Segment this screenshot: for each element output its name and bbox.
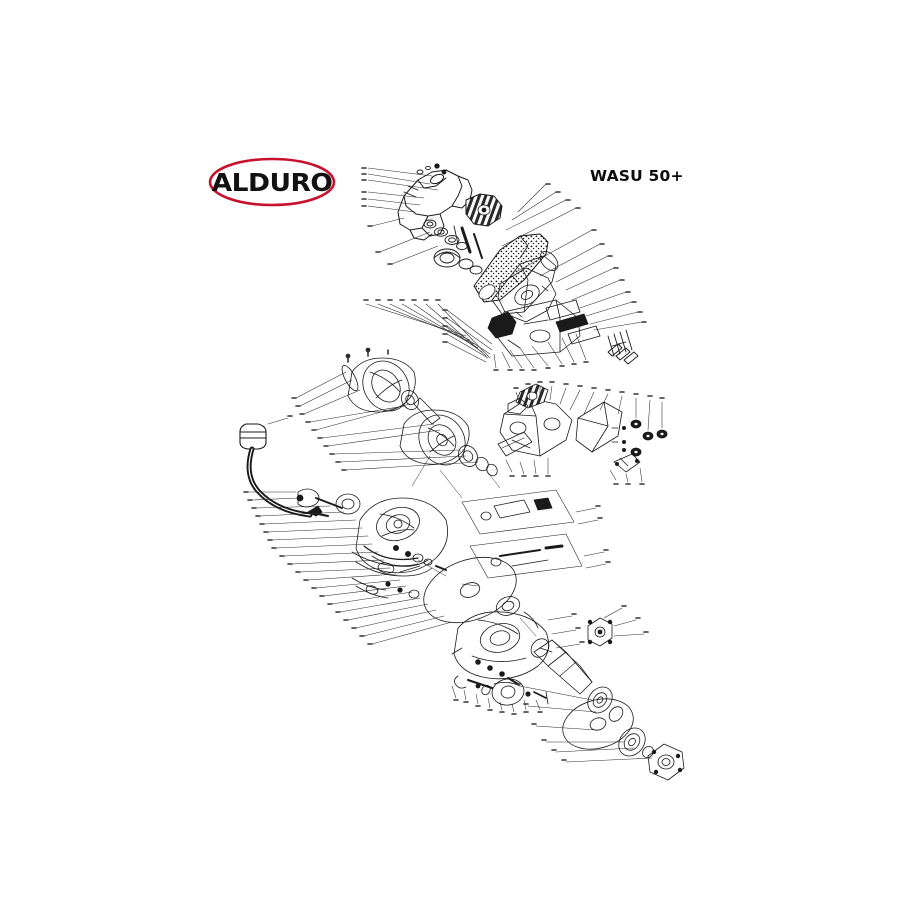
leader-lines-small-bracket bbox=[609, 467, 643, 483]
flange-plate bbox=[647, 743, 685, 781]
motor-drum-upper bbox=[341, 357, 416, 413]
drum-shaft bbox=[413, 397, 441, 425]
frame-parts bbox=[480, 497, 564, 567]
callout-ticks-housing-right bbox=[571, 613, 585, 643]
dark-block bbox=[487, 311, 517, 339]
leader-lines-top-left bbox=[367, 167, 439, 265]
leader-lines-gearbox-down bbox=[505, 457, 549, 475]
logo-ellipse-outline bbox=[208, 157, 336, 207]
callout-ticks-lower-left bbox=[243, 491, 373, 645]
motor-drum-lower bbox=[399, 409, 470, 466]
hardware-right bbox=[611, 419, 668, 457]
gearbox-block bbox=[499, 397, 573, 457]
leader-lines-bracket-down bbox=[493, 333, 587, 369]
leader-lines-sub-assembly bbox=[451, 685, 541, 713]
shaft-assembly bbox=[530, 638, 593, 695]
leader-lines-frames bbox=[575, 507, 607, 569]
callout-ticks-sub-assembly bbox=[453, 699, 543, 715]
washer-stack bbox=[423, 219, 483, 275]
leader-lines-upper-right bbox=[501, 183, 643, 331]
callout-ticks-top-left bbox=[361, 167, 393, 265]
linkage-bottom bbox=[351, 577, 389, 599]
key-pins bbox=[453, 225, 483, 259]
disc-wheel bbox=[423, 556, 521, 624]
shaft-bearings bbox=[587, 686, 624, 722]
reference-frames bbox=[461, 489, 583, 579]
control-arm bbox=[296, 488, 343, 509]
power-cord bbox=[239, 423, 329, 518]
bar-group-right bbox=[607, 329, 633, 357]
model-title: WASU 50+ bbox=[590, 167, 684, 185]
leader-lines-housing-right bbox=[547, 615, 581, 649]
housing-fasteners bbox=[475, 659, 519, 685]
top-housing bbox=[397, 169, 473, 241]
leader-line-cord bbox=[267, 417, 289, 425]
leader-lines-rosette bbox=[603, 607, 645, 637]
drum-bearing-lower bbox=[458, 445, 498, 477]
drum-bearing-upper bbox=[401, 390, 419, 410]
leader-lines-gearbox bbox=[515, 385, 663, 431]
drum-top-markers bbox=[345, 347, 389, 363]
callout-ticks-upper-right bbox=[545, 183, 647, 323]
mid-bracket bbox=[497, 267, 557, 323]
callout-ticks-bracket-down bbox=[493, 361, 589, 371]
shim-plates bbox=[545, 299, 601, 345]
rosette-part bbox=[587, 617, 613, 647]
callout-ticks-rosette bbox=[621, 605, 649, 633]
assembly-axis-lines bbox=[411, 455, 537, 637]
callout-ticks-bottom-right bbox=[515, 683, 567, 761]
impeller-shroud bbox=[355, 497, 449, 574]
gearbox-cover-plate bbox=[575, 401, 623, 453]
callout-ticks-frames bbox=[595, 505, 611, 563]
oval-cap bbox=[335, 493, 361, 515]
callout-ticks-gearbox bbox=[513, 381, 665, 399]
small-bracket-right bbox=[613, 453, 641, 473]
hatched-barrel bbox=[473, 233, 549, 303]
bar-group-right-2 bbox=[607, 343, 639, 365]
alduro-logo: ALDURO bbox=[206, 155, 338, 209]
leader-lines-drums bbox=[295, 371, 479, 471]
fastener-cluster-lower bbox=[385, 545, 447, 599]
shaft-bearings-2 bbox=[618, 727, 654, 759]
leader-lines-lower-left bbox=[247, 491, 453, 645]
callout-ticks-drums bbox=[291, 397, 347, 471]
alduro-logo-text: ALDURO bbox=[211, 167, 333, 197]
shroud-linkage bbox=[351, 551, 433, 577]
sub-assembly-lower-left bbox=[454, 675, 549, 706]
top-fasteners bbox=[403, 163, 447, 198]
lower-housing bbox=[451, 611, 553, 680]
leader-lines-mid-left bbox=[365, 303, 493, 363]
lower-disc bbox=[562, 698, 634, 750]
leader-lines-bottom-right bbox=[519, 685, 653, 763]
carrier-arm bbox=[497, 299, 581, 357]
callout-ticks-mid-left bbox=[363, 299, 448, 343]
gearbox-side-plate bbox=[497, 431, 533, 457]
gear-rotor bbox=[465, 193, 503, 227]
